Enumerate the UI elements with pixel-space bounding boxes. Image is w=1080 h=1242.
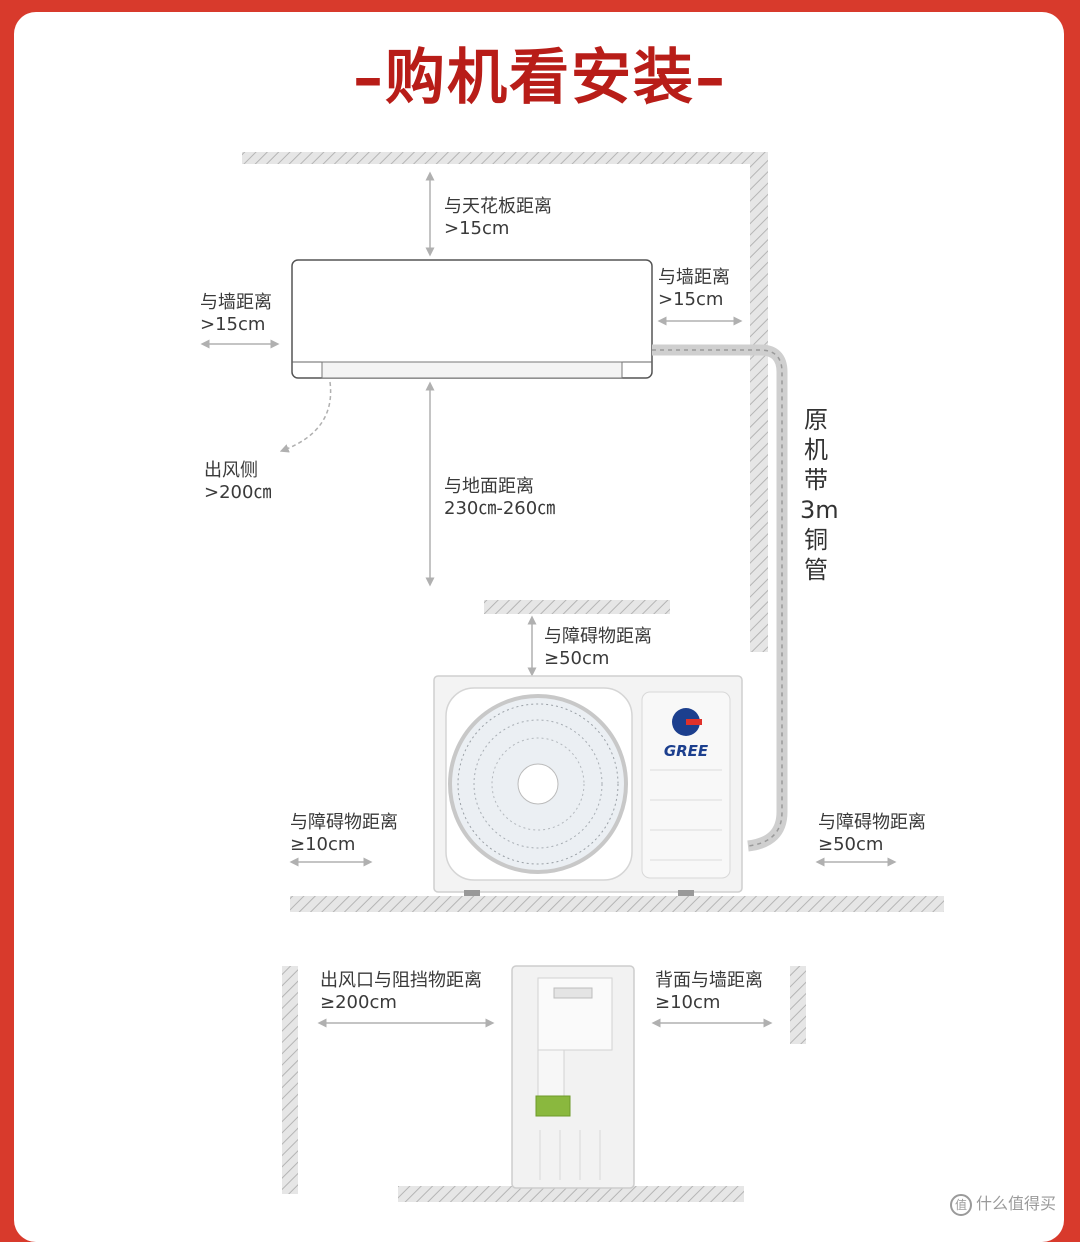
watermark-text: 什么值得买 <box>976 1194 1057 1213</box>
watermark-icon: 值 <box>950 1193 972 1216</box>
outlet-side-label: 出风侧>200㎝ <box>204 460 272 503</box>
indoor-unit <box>291 259 653 379</box>
brand-name: GREE <box>664 742 709 760</box>
left-wall-distance-label: 与墙距离>15cm <box>200 292 272 335</box>
page-title: –购机看安装– <box>353 43 727 113</box>
back-wall <box>790 966 806 1044</box>
right-wall <box>750 152 768 652</box>
outdoor-ground <box>290 896 944 912</box>
top-obstacle <box>484 600 670 614</box>
airflow-arrow <box>279 381 332 453</box>
right-obstacle-label: 与障碍物距离≥50cm <box>818 812 926 855</box>
back-distance-label: 背面与墙距离≥10cm <box>655 970 763 1013</box>
top-obstacle-label: 与障碍物距离≥50cm <box>544 626 652 669</box>
left-obstacle-label: 与障碍物距离≥10cm <box>290 812 398 855</box>
ceiling-wall <box>242 152 762 164</box>
outdoor-unit-front: GREE <box>433 675 743 896</box>
ceiling-distance-label: 与天花板距离>15cm <box>444 196 552 239</box>
copper-pipe <box>652 344 788 852</box>
pipe-label: 原 机 带 3m 铜 管 <box>800 406 839 584</box>
outdoor-unit-side <box>511 965 635 1189</box>
right-wall-distance-label: 与墙距离>15cm <box>658 267 730 310</box>
watermark: 值什么值得买 <box>950 1190 1056 1216</box>
side-ground <box>398 1186 744 1202</box>
outlet-distance-label: 出风口与阻挡物距离≥200cm <box>320 970 482 1013</box>
energy-label <box>535 1095 571 1117</box>
outlet-obstacle-wall <box>282 966 298 1194</box>
